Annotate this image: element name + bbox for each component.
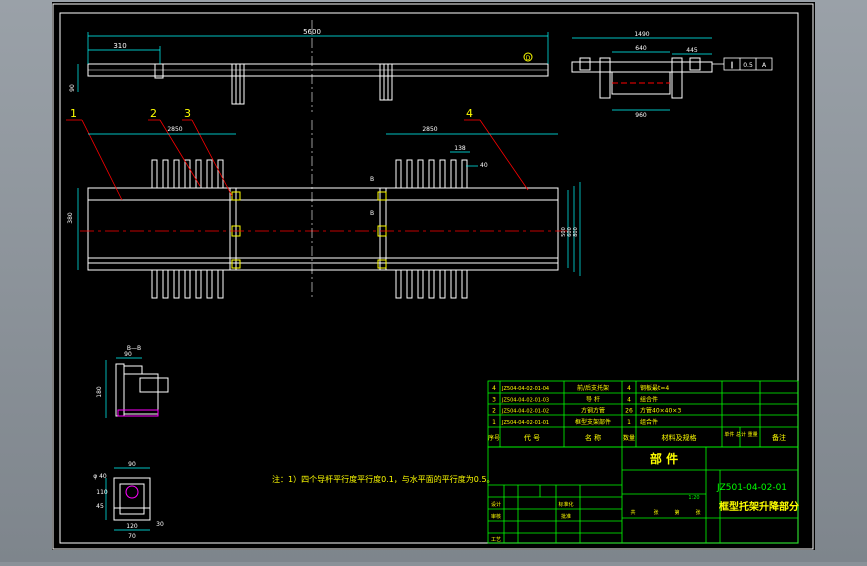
bom-cell-material: 钢板最t=4 [640,384,669,392]
pitch-dim: 138 [454,145,466,152]
bom-cell-no: 3 [492,396,496,403]
bom-cell-name: 方钢方管 [581,407,605,415]
bom-header-weight: 单件 总计 重量 [724,431,757,438]
bom-header-material: 材料及规格 [662,433,697,442]
bom-cell-code: JZ504-04-02-01-03 [501,397,549,403]
bom-cell-name: 前/后支托架 [577,384,609,392]
section-a-dim-70: 70 [128,533,136,540]
right-span-dim: 2850 [422,126,437,133]
bom-cell-material: 方管40×40×3 [640,407,681,415]
title-category: 部 件 [650,451,678,466]
title-field-total: 共 [630,509,635,516]
main-view-dims [77,133,581,276]
bom-cell-code: JZ504-04-02-01-04 [501,386,549,392]
section-a-dim-30: 30 [156,521,164,528]
square-tubes-bottom-right [395,269,468,299]
section-mark-b2: B [370,210,374,217]
bom-cell-code: JZ504-04-02-01-01 [501,420,549,426]
bom-header-qty: 数量 [623,434,635,442]
right-dim-3: 800 [573,227,579,237]
side-edge-dim: 445 [686,47,698,54]
bom-cell-name: 框型支架部件 [575,418,611,426]
bom-cell-qty: 1 [627,419,631,426]
balloon-2[interactable]: 2 [150,107,157,120]
title-field-review: 审核 [491,513,501,520]
section-a-dim-top: 90 [128,461,136,468]
left-span-dim: 2850 [167,126,182,133]
bom-cell-qty: 26 [625,408,633,415]
section-b-dims [105,357,142,418]
title-scale: 1:20 [688,495,699,501]
section-b-view [115,363,169,417]
tolerance-value: 0.5 [743,62,753,69]
bom-header-no: 序号 [488,434,500,442]
balloon-3[interactable]: 3 [184,107,191,120]
balloon-1[interactable]: 1 [70,107,77,120]
bom-cell-no: 4 [492,385,496,392]
square-tubes-top-right [395,159,468,189]
title-field-standard: 标准化 [558,501,573,508]
tolerance-symbol: ∥ [730,61,734,69]
top-height-dim: 90 [69,84,76,92]
section-mark-b: B [370,176,374,183]
section-b-title: B—B [127,345,141,352]
bom-cell-name: 导 杆 [586,395,600,403]
side-view-dims [572,37,712,111]
bom-header-remark: 备注 [772,433,786,442]
bom-cell-qty: 4 [627,396,631,403]
section-a-dim-45: 45 [96,503,104,510]
square-tubes-bottom-left [151,269,224,299]
section-a-dim-120: 120 [126,523,138,530]
title-field-process: 工艺 [491,537,501,543]
side-view [571,57,713,99]
technical-note: 注：1）四个导杆平行度平行度0.1，与水平面的平行度为0.5。 [272,474,495,484]
bom-cell-no: 2 [492,408,496,415]
bom-cell-no: 1 [492,419,496,426]
inner-frame [59,12,799,544]
section-b-left-dim: 180 [96,386,103,398]
balloon-4[interactable]: 4 [466,107,473,120]
tolerance-datum: A [762,62,767,69]
right-dim-2: 600 [567,227,573,237]
title-drawing-no: JZ501-04-02-01 [716,483,787,493]
bom-header-code: 代 号 [524,433,540,442]
bom-cell-material: 组合件 [640,418,658,426]
title-field-design: 设计 [491,501,501,508]
main-height-dim: 380 [67,212,74,224]
bom-header-name: 名 称 [585,433,601,442]
main-view [87,187,559,271]
outer-frame [52,3,814,550]
top-view-dims [77,32,549,92]
bom-cell-qty: 4 [627,385,631,392]
tolerance-frame: ∥ 0.5 A [712,57,773,71]
title-field-sheet2: 张 [695,509,700,516]
top-view [87,52,549,105]
title-main: 框型托架升降部分 [719,500,799,513]
pitch-gap-dim: 40 [480,162,488,169]
title-block [487,446,799,544]
leader-lines [66,119,529,201]
side-overall-width: 1490 [634,31,649,38]
title-field-sheet: 张 [653,509,658,516]
top-left-offset: 310 [113,42,126,50]
section-a-view [113,477,151,521]
title-field-no: 第 [674,509,679,516]
bom-cell-code: JZ504-04-02-01-02 [501,409,549,415]
top-section-mark: D [526,55,531,62]
section-a-dims [105,467,150,531]
section-b-top-dim: 90 [124,351,132,358]
square-tubes-top-left [151,159,224,189]
title-field-approve: 批准 [561,513,571,520]
side-bottom-dim: 960 [635,112,647,119]
right-dim-1: 500 [561,227,567,237]
bom-cell-material: 组合件 [640,395,658,403]
section-a-dim-phi: φ 40 [93,473,107,480]
side-inner-width: 640 [635,45,647,52]
section-a-dim-left: 110 [96,489,108,496]
top-overall-length: 5600 [303,28,321,36]
